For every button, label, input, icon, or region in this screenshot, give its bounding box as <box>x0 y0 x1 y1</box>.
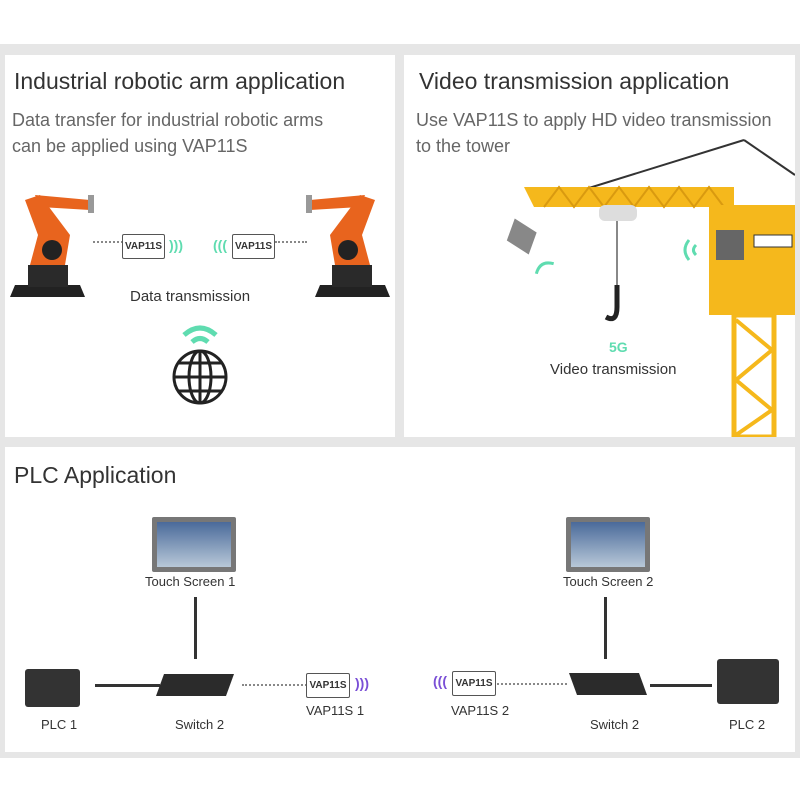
robotic-subtitle-1: Data transfer for industrial robotic arm… <box>12 110 324 130</box>
vap11s-device-right: VAP11S <box>232 234 275 259</box>
video-transmission-caption: Video transmission <box>550 361 677 378</box>
plc-1-label: PLC 1 <box>41 717 78 732</box>
cable-plc <box>650 684 712 687</box>
vap11s-1-device: VAP11S <box>306 673 350 698</box>
5g-badge: 5G <box>609 339 628 355</box>
cable-vap <box>242 684 307 686</box>
touch-screen-2-image <box>566 517 650 572</box>
vap11s-1-label: VAP11S 1 <box>306 703 365 718</box>
cable-plc <box>95 684 160 687</box>
robot-arm-right-image <box>306 195 390 297</box>
cable-vap <box>497 683 567 685</box>
robot-arm-left-image <box>10 195 94 297</box>
plc-panel: PLC Application Touch Screen 1 VAP11S ))… <box>5 447 795 752</box>
video-transmission-panel: Video transmission application Use VAP11… <box>404 55 795 437</box>
touch-screen-1-image <box>152 517 236 572</box>
robotic-arm-panel: Industrial robotic arm application Data … <box>5 55 395 437</box>
plc-title: PLC Application <box>14 462 177 488</box>
wifi-signal-icon: ((( <box>213 237 227 253</box>
robotic-subtitle-2: can be applied using VAP11S <box>12 136 248 156</box>
data-transmission-caption: Data transmission <box>130 288 251 305</box>
vap11s-2-label: VAP11S 2 <box>451 703 510 718</box>
cable-right <box>275 241 307 243</box>
plc-2-label: PLC 2 <box>729 717 766 732</box>
globe-wifi-icon <box>172 325 228 405</box>
wifi-signal-icon: ((( <box>433 673 447 689</box>
switch-left-label: Switch 2 <box>175 717 225 732</box>
vap11s-device-left: VAP11S <box>122 234 165 259</box>
video-subtitle-1: Use VAP11S to apply HD video transmissio… <box>416 110 772 130</box>
video-subtitle-2: to the tower <box>416 136 511 156</box>
robotic-title: Industrial robotic arm application <box>14 68 346 94</box>
wifi-signal-icon: ))) <box>355 675 369 691</box>
cable-vertical <box>604 597 607 659</box>
vap11s-2-device: VAP11S <box>452 671 496 696</box>
plc-1-image <box>25 669 80 707</box>
wifi-signal-icon: ))) <box>169 237 183 253</box>
switch-image <box>568 673 648 695</box>
touch-screen-2-label: Touch Screen 2 <box>563 574 654 589</box>
touch-screen-1-label: Touch Screen 1 <box>145 574 236 589</box>
switch-image <box>155 674 235 696</box>
cable-vertical <box>194 597 197 659</box>
switch-right-label: Switch 2 <box>590 717 640 732</box>
cable-left <box>93 241 123 243</box>
plc-2-image <box>717 659 779 704</box>
video-title: Video transmission application <box>419 68 730 94</box>
tower-crane-image <box>506 139 795 437</box>
